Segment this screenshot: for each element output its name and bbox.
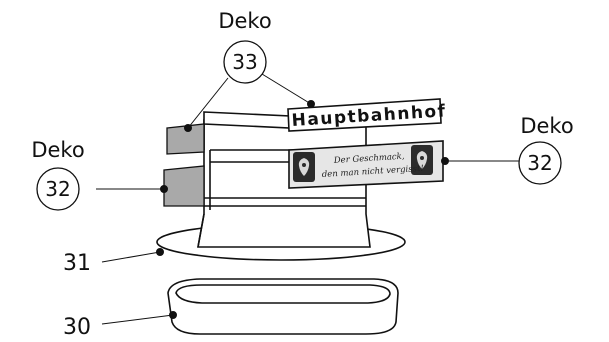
part-number-31: 31 bbox=[63, 251, 91, 276]
part-number-33: 33 bbox=[232, 50, 257, 74]
callout-32-left: Deko 32 bbox=[31, 138, 85, 211]
deko-label-33: Deko bbox=[218, 9, 271, 33]
part-number-32-right: 32 bbox=[527, 151, 552, 175]
callout-33: Deko 33 bbox=[218, 9, 272, 84]
deko-label-32-left: Deko bbox=[31, 138, 84, 162]
callout-32-right: Deko 32 bbox=[518, 114, 574, 185]
slogan-line-1: Der Geschmack, bbox=[333, 152, 406, 166]
brand-logo-left bbox=[293, 152, 315, 182]
part-number-30: 30 bbox=[63, 315, 91, 340]
brand-logo-right bbox=[411, 145, 433, 175]
part-number-32-left: 32 bbox=[45, 177, 70, 201]
tray-part-30 bbox=[167, 278, 399, 335]
deko-panel-left-32 bbox=[163, 165, 205, 207]
deko-label-32-right: Deko bbox=[520, 114, 573, 138]
leader-lines bbox=[96, 73, 519, 325]
deko-panel-top-33 bbox=[166, 123, 205, 155]
slogan-panel: Der Geschmack, den man nicht vergisst! bbox=[288, 140, 444, 189]
